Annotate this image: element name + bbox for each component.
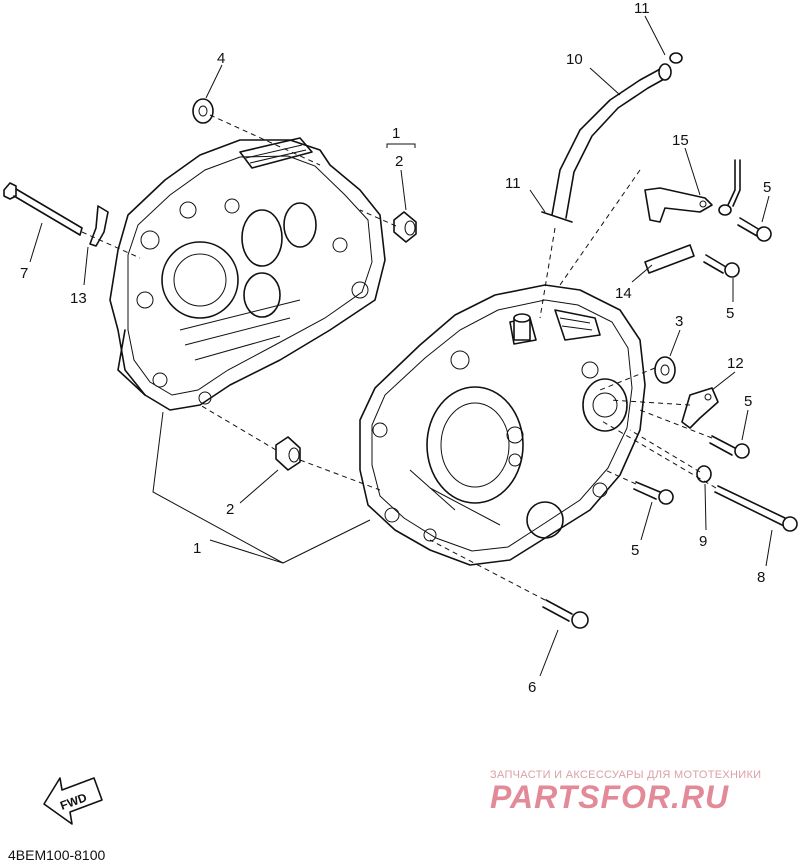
callout-15: 15 [672,132,689,149]
dowel-pin-2-lower [275,436,301,471]
diagram-code: 4BEM100-8100 [8,847,106,862]
breather-pipe [513,313,531,341]
callout-5-c: 5 [744,393,752,410]
hose-10 [551,63,672,219]
leader-lines [29,15,773,677]
bracket-12 [681,387,719,429]
callout-5-b: 5 [726,305,734,322]
dowel-pin-2-upper [393,211,417,243]
callout-1-bottom: 1 [193,540,201,557]
wire-lead [718,159,741,216]
crankcase-right-half [359,284,646,566]
long-bolt-8 [714,485,798,532]
bracket-15 [644,187,713,223]
bolt-5-c [709,435,750,459]
clip-13 [89,205,109,247]
plate-14 [644,244,695,274]
callout-5-a: 5 [763,179,771,196]
callout-6: 6 [528,679,536,696]
crankcase-left-half [109,137,386,411]
watermark-tagline: ЗАПЧАСТИ И АКСЕССУАРЫ ДЛЯ МОТОТЕХНИКИ [490,769,761,781]
callout-2-bottom: 2 [226,501,234,518]
callout-12: 12 [727,355,744,372]
callout-2-top: 2 [395,153,403,170]
callouts: 1 2 4 7 13 11 10 11 15 5 14 5 3 12 5 2 1… [20,0,771,696]
assembly-lines [81,114,717,601]
bolt-6 [542,599,589,629]
washer-4 [192,98,214,124]
washer-9 [696,465,712,483]
callout-8: 8 [757,569,765,586]
callout-7: 7 [20,265,28,282]
callout-10: 10 [566,51,583,68]
clamp-11-lower [541,211,573,223]
callout-5-d: 5 [631,542,639,559]
bolt-5-d [633,481,674,505]
callout-9: 9 [699,533,707,550]
callout-14: 14 [615,285,632,302]
bolt-5-a [737,217,772,242]
fwd-arrow: FWD [43,777,103,825]
callout-13: 13 [70,290,87,307]
bolt-5-b [703,254,740,278]
washer-3 [654,356,676,384]
callout-11-top: 11 [634,0,650,17]
callout-3: 3 [675,313,683,330]
callout-4: 4 [217,50,225,67]
clamp-11-top [669,52,683,64]
callout-11-lower: 11 [505,175,521,192]
callout-1-top: 1 [392,125,400,142]
watermark-brand: PARTSFOR.RU [490,779,729,815]
long-bolt-7 [3,182,83,236]
watermark: ЗАПЧАСТИ И АКСЕССУАРЫ ДЛЯ МОТОТЕХНИКИ PA… [490,769,761,815]
